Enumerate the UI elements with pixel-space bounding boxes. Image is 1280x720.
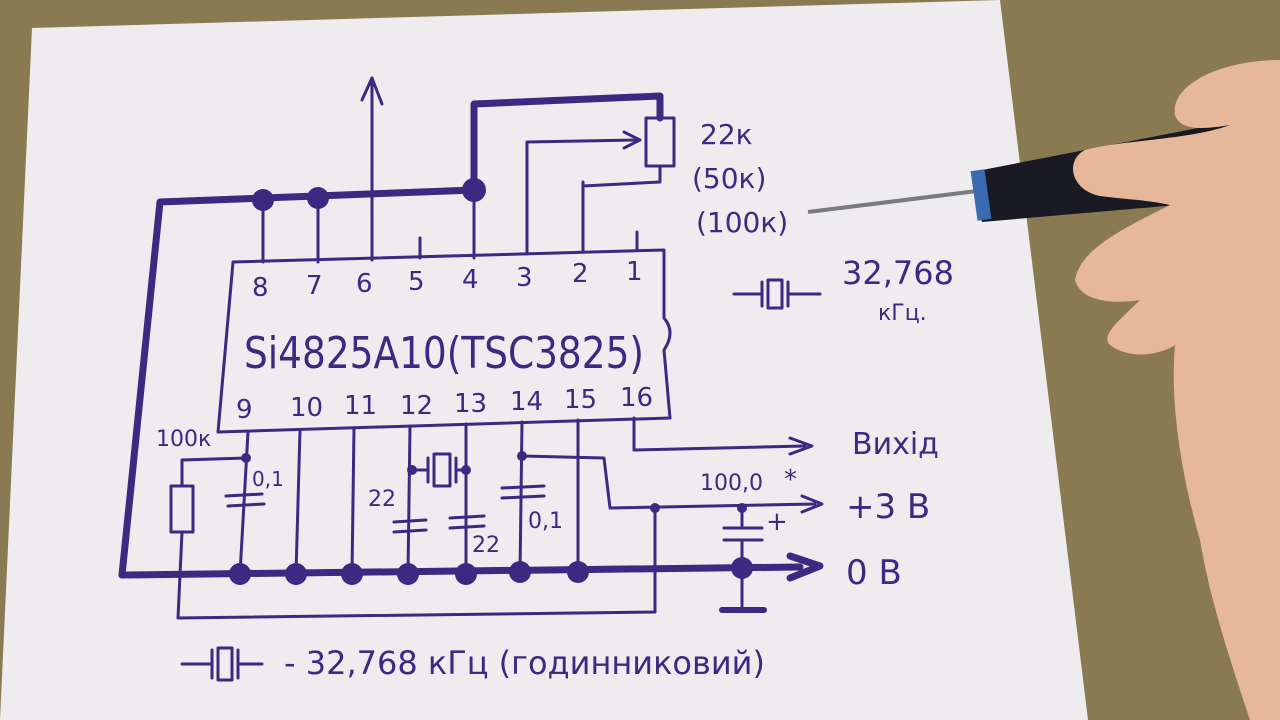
- ground-label: 0 В: [846, 553, 902, 593]
- ic-body: [216, 248, 672, 434]
- c13-label: 22: [472, 533, 500, 558]
- pin-label: 11: [344, 391, 377, 421]
- pin-label: 15: [564, 385, 597, 415]
- top-pin-numbers: 8 7 6 5 4 3 2 1: [252, 257, 643, 303]
- vplus-label: +3 В: [846, 487, 930, 527]
- paper-sheet: [0, 0, 1088, 720]
- pin-label: 2: [572, 259, 589, 289]
- capacitor-supply: [719, 506, 767, 613]
- bottom-pin-numbers: 9 10 11 12 13 14 15 16: [236, 383, 653, 425]
- pin-label: 14: [510, 387, 543, 417]
- c14-label: 0,1: [528, 509, 563, 534]
- junction-dots: [229, 178, 753, 585]
- resistor-label: 100к: [156, 427, 211, 452]
- crystal-freq: 32,768: [842, 254, 954, 292]
- resistor-wire: [180, 456, 248, 488]
- hand-with-screwdriver: [807, 60, 1280, 720]
- asterisk-mark: *: [784, 465, 797, 495]
- pin-label: 13: [454, 389, 487, 419]
- pot-value-100k: (100к): [696, 206, 788, 239]
- capacitor-pin14: [500, 484, 546, 500]
- pin-label: 6: [356, 269, 373, 299]
- plus-mark: +: [766, 507, 788, 537]
- hand: [1073, 60, 1280, 720]
- resistor-return-wire: [176, 506, 657, 620]
- screwdriver-band: [970, 169, 992, 221]
- pin-label: 16: [620, 383, 653, 413]
- pin-label: 5: [408, 267, 425, 297]
- pin-label: 12: [400, 391, 433, 421]
- pot-wiper-arrow: [622, 130, 642, 150]
- crystal-symbol-legend: [180, 646, 264, 682]
- antenna: [360, 76, 384, 106]
- c-supply-label: 100,0: [700, 471, 763, 496]
- pin-label: 7: [306, 271, 323, 301]
- pot-bottom-wire: [581, 164, 662, 188]
- pin-label: 8: [252, 273, 269, 303]
- supply-arrow: [800, 494, 824, 514]
- chip-label: Si4825A10(TSC3825): [244, 328, 644, 379]
- pin-label: 4: [462, 265, 479, 295]
- ground-arrow: [786, 552, 824, 582]
- pin4-pot-wire: [470, 92, 664, 194]
- capacitor-pin12: [392, 518, 428, 534]
- c12-label: 22: [368, 487, 396, 512]
- legend-text: - 32,768 кГц (годинниковий): [284, 644, 765, 682]
- screwdriver-shaft: [807, 188, 986, 214]
- capacitor-pin9: [224, 492, 266, 508]
- output-label: Вихід: [852, 427, 939, 462]
- output-wire: [632, 444, 807, 452]
- pin-label: 3: [516, 263, 533, 293]
- supply-wire: [520, 454, 817, 510]
- pot-value-50k: (50к): [692, 162, 766, 195]
- crystal-unit: кГц.: [878, 301, 927, 326]
- pot-value-22k: 22к: [700, 118, 753, 151]
- pin-label: 9: [236, 395, 253, 425]
- pin-label: 10: [290, 393, 323, 423]
- pin-label: 1: [626, 257, 643, 287]
- pot-wiper-wire: [525, 138, 638, 150]
- c9-label: 0,1: [252, 467, 284, 491]
- crystal-symbol-note: [732, 278, 822, 310]
- output-arrow: [788, 436, 814, 456]
- top-bus-wire: [118, 186, 478, 579]
- capacitor-pin13: [448, 514, 486, 530]
